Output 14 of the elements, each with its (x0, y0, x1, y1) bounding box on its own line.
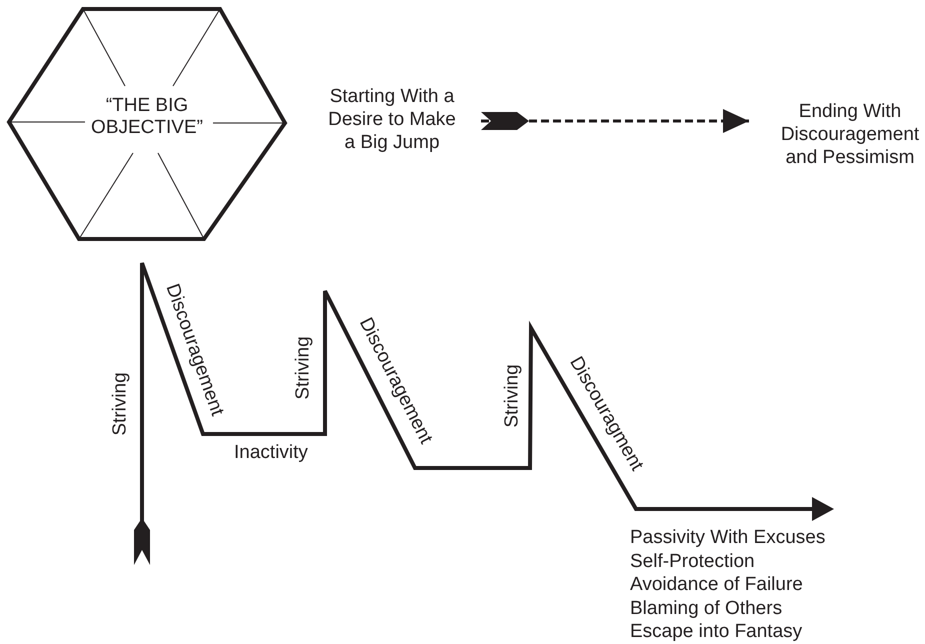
segment-label: Striving (501, 364, 524, 428)
segment-label: Inactivity (234, 442, 308, 464)
segment-label: Striving (109, 372, 132, 436)
zigzag-arrow (134, 261, 834, 565)
outcome-text: Blaming of Others (630, 596, 782, 620)
caption-text: Ending With Discouragement and Pessimism (780, 100, 920, 169)
segment-label: Striving (292, 336, 314, 400)
outcome-text: Avoidance of Failure (630, 573, 803, 596)
outcome-text: Passivity With Excuses (630, 526, 826, 550)
outcome-text: Self-Protection (630, 550, 755, 573)
objective-text: “THE BIG OBJECTIVE” (90, 95, 204, 139)
dashed-arrow (481, 109, 749, 133)
caption-text: Starting With a Desire to Make a Big Jump (327, 85, 457, 154)
outcome-text: Escape into Fantasy (630, 620, 802, 644)
